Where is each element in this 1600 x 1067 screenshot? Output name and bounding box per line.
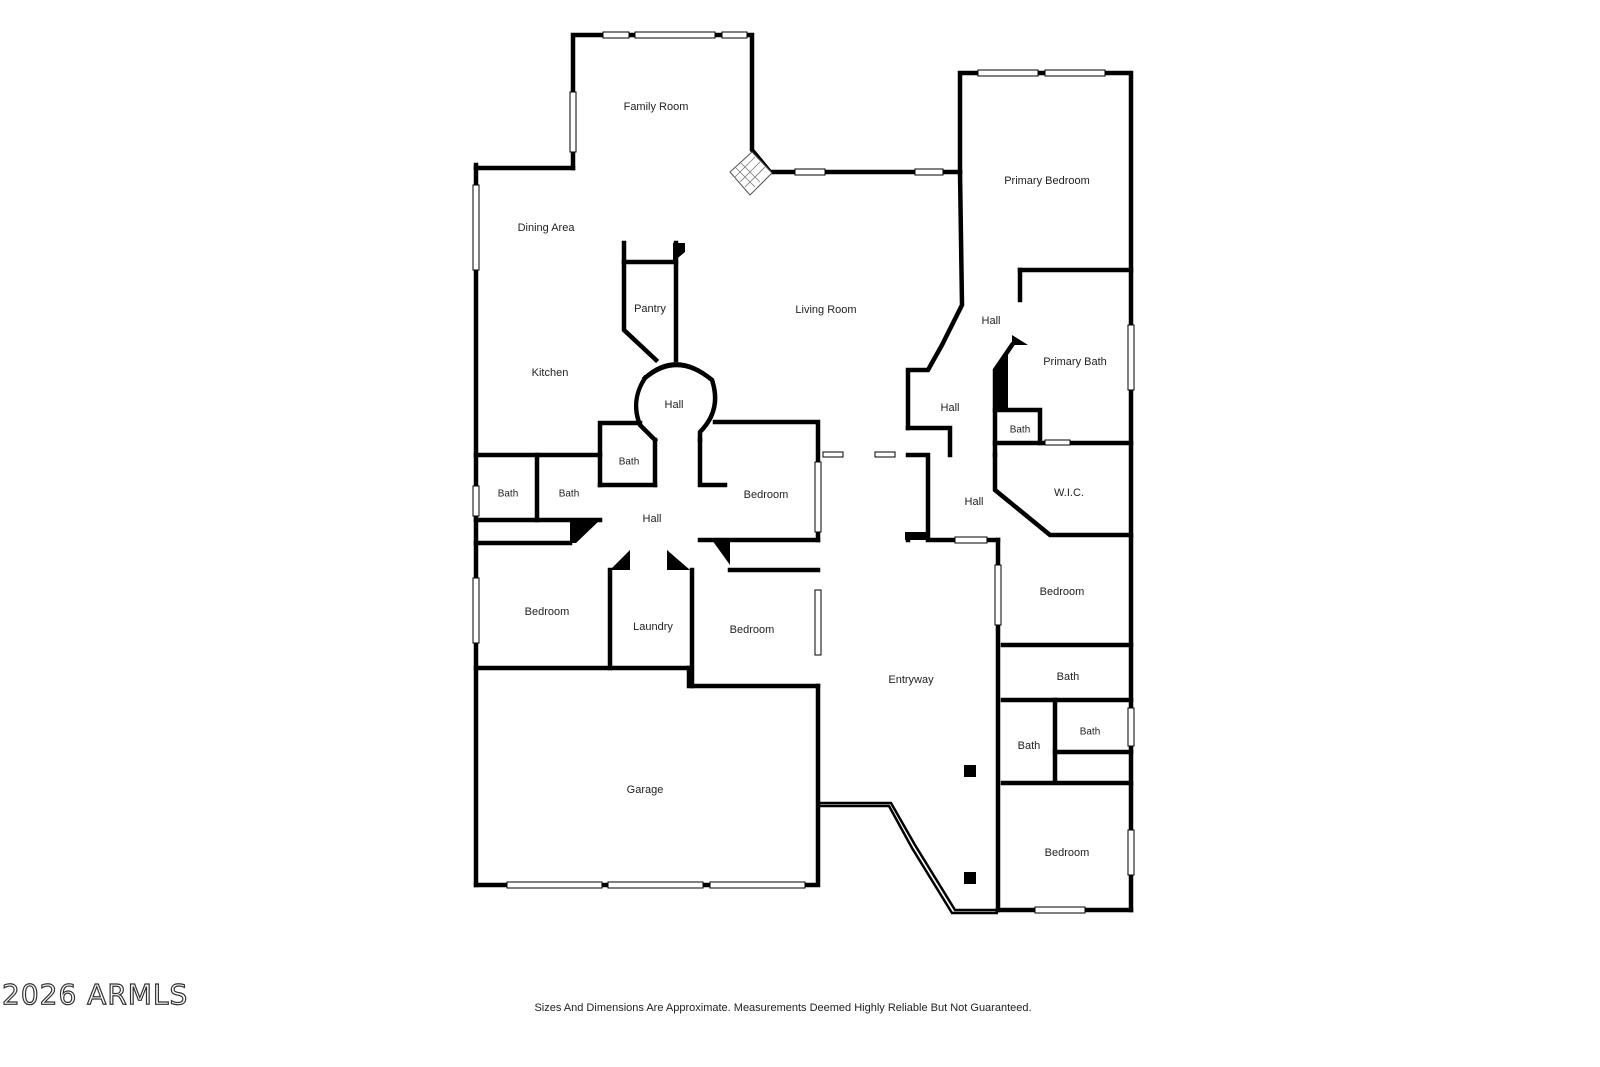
room-label-bath-right-b: Bath [1080,727,1101,738]
room-label-pantry: Pantry [634,303,666,315]
room-label-family-room: Family Room [624,101,689,113]
fireplace-icon [729,151,773,196]
room-label-hall-right: Hall [941,402,960,414]
room-label-primary-bath: Primary Bath [1043,356,1107,368]
room-label-bath-small: Bath [1010,425,1031,436]
room-label-bath-right-a: Bath [1018,740,1041,752]
room-label-bedroom-left: Bedroom [525,606,570,618]
room-label-bath-left-2: Bath [559,489,580,500]
room-label-dining-area: Dining Area [518,222,576,234]
room-label-hall-center: Hall [665,399,684,411]
interior-walls [473,240,1134,786]
room-label-hall-lower: Hall [643,513,662,525]
room-label-bedroom-right: Bedroom [1040,586,1085,598]
room-label-garage: Garage [627,784,664,796]
room-label-wic: W.I.C. [1054,487,1084,499]
room-label-bath-left-1: Bath [498,489,519,500]
room-label-primary-bedroom: Primary Bedroom [1004,175,1090,187]
exterior-walls [473,32,1134,913]
disclaimer-text: Sizes And Dimensions Are Approximate. Me… [534,1002,1032,1014]
room-label-bath-center: Bath [619,457,640,468]
room-label-kitchen: Kitchen [532,367,569,379]
windows [472,31,1135,914]
room-label-bedroom-bottom-right: Bedroom [1045,847,1090,859]
solid-stubs [570,243,1028,884]
room-label-entryway: Entryway [888,674,934,686]
room-label-bedroom-center: Bedroom [730,624,775,636]
room-label-bath-right: Bath [1057,671,1080,683]
room-label-hall-right-lower: Hall [965,496,984,508]
room-label-bedroom-mid: Bedroom [744,489,789,501]
entry-stoop [818,801,998,915]
room-label-living-room: Living Room [795,304,856,316]
room-labels: Family Room Dining Area Pantry Living Ro… [498,101,1107,859]
room-label-hall-primary: Hall [982,315,1001,327]
room-label-laundry: Laundry [633,621,673,633]
watermark: 2026 ARMLS [1,977,189,1011]
